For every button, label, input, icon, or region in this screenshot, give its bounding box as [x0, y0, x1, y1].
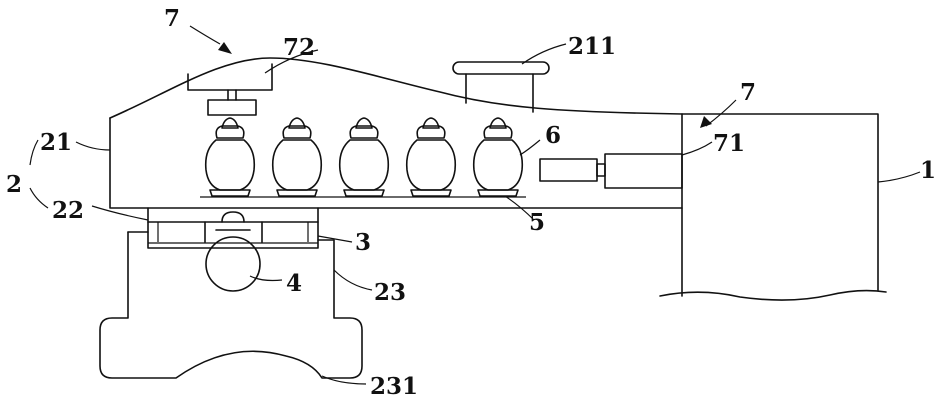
jar — [340, 118, 389, 196]
label-4: 4 — [286, 270, 302, 297]
labels: 7 72 211 7 71 6 1 5 21 2 22 3 4 23 231 — [6, 5, 936, 400]
jar — [407, 118, 456, 196]
label-2: 2 — [6, 171, 22, 198]
label-3: 3 — [355, 229, 371, 256]
housing-21 — [110, 58, 682, 208]
jar-row-6 — [206, 118, 523, 196]
label-5: 5 — [529, 209, 545, 236]
label-231: 231 — [370, 373, 418, 400]
label-21: 21 — [40, 129, 72, 156]
ball-4 — [206, 212, 260, 291]
label-22: 22 — [52, 197, 84, 224]
tray-22 — [148, 208, 318, 248]
bracket-72 — [188, 64, 272, 115]
label-7-top: 7 — [164, 5, 180, 32]
jar — [273, 118, 322, 196]
label-71: 71 — [713, 130, 745, 157]
leader-lines — [30, 26, 920, 384]
jar — [474, 118, 523, 196]
jar — [206, 118, 255, 196]
body-1 — [660, 114, 886, 300]
actuator-71 — [540, 154, 682, 188]
label-211: 211 — [568, 33, 616, 60]
stand-23 — [100, 232, 362, 378]
label-72: 72 — [283, 34, 315, 61]
label-6: 6 — [545, 122, 561, 149]
label-23: 23 — [374, 279, 406, 306]
label-1: 1 — [920, 157, 936, 184]
label-7-right: 7 — [740, 79, 756, 106]
